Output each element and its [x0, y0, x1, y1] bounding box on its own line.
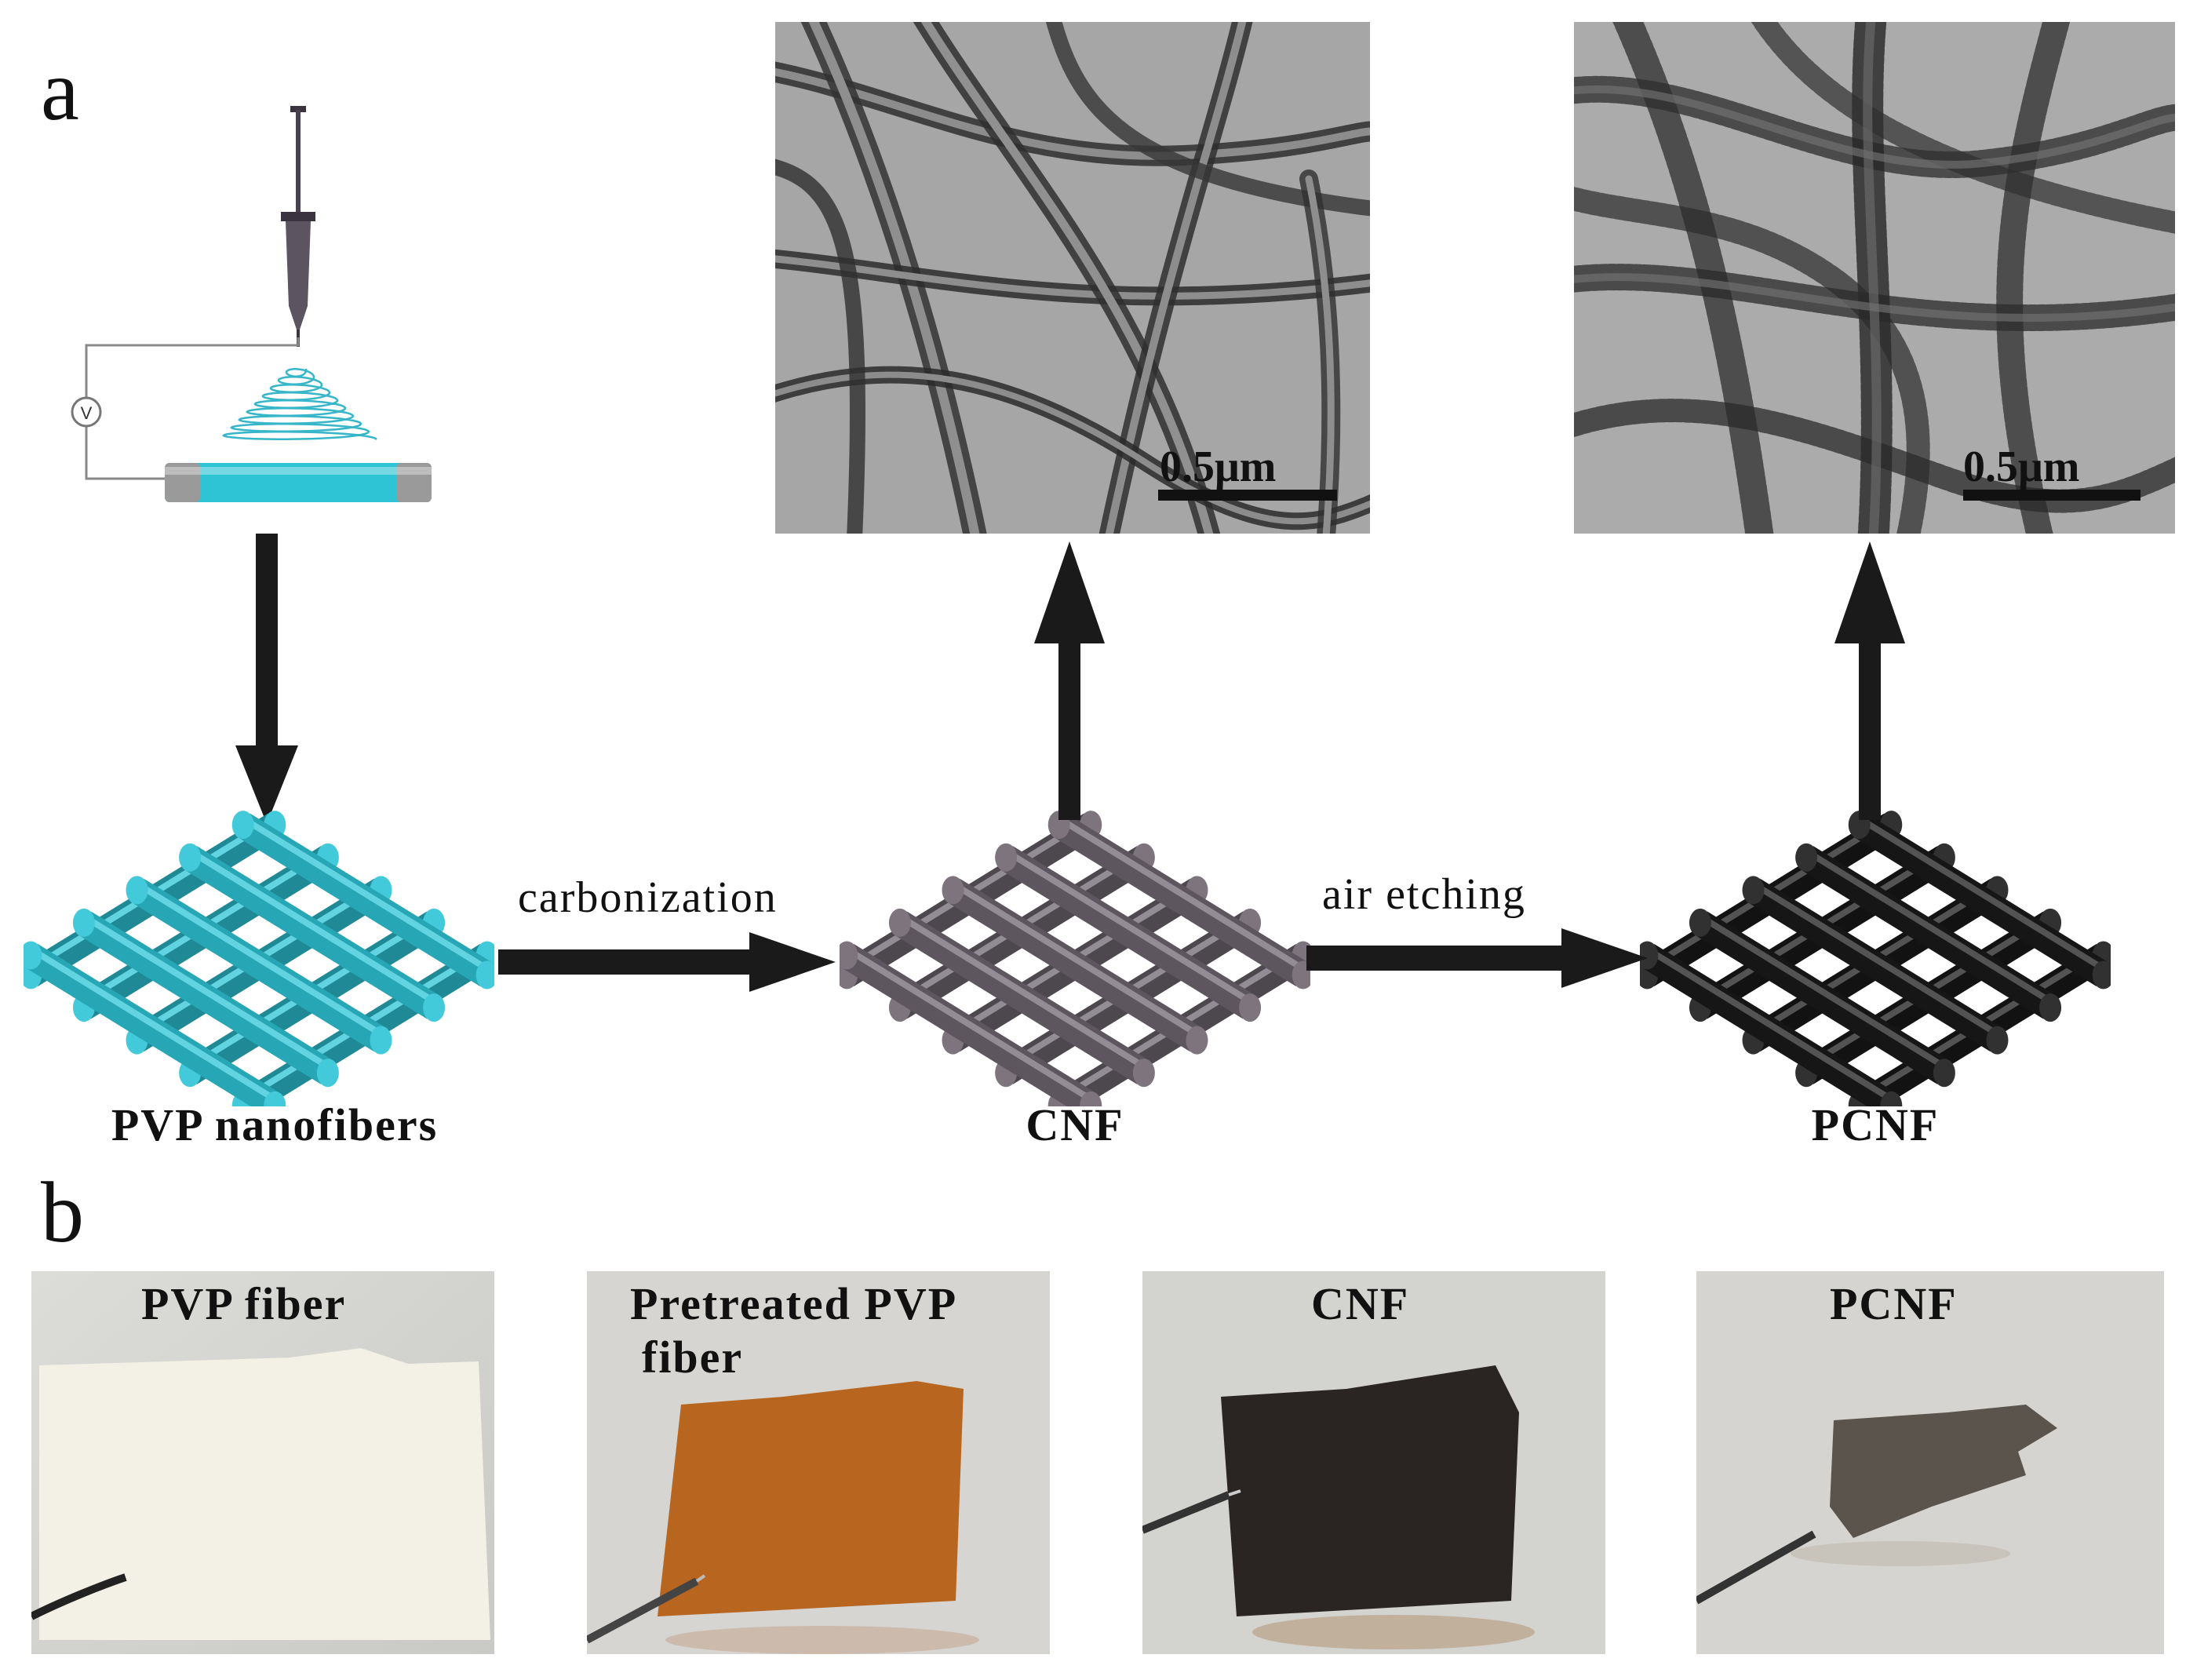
carbonization-label: carbonization	[518, 873, 778, 922]
mesh-rod-end	[423, 993, 446, 1022]
mesh-rod-highlight	[135, 880, 383, 1037]
mesh-rod-highlight	[1857, 815, 2105, 971]
mesh-rod-end	[1880, 1091, 1903, 1106]
pvp-nanofibers-caption: PVP nanofibers	[111, 1099, 439, 1150]
mesh-rod-end	[840, 941, 858, 970]
mesh-rod-highlight	[1057, 815, 1305, 971]
up-arrow-pcnf	[1834, 541, 1905, 820]
mesh-rod-highlight	[1698, 913, 1946, 1070]
mesh-rod-end	[1292, 960, 1310, 989]
mesh-rod	[129, 878, 388, 1052]
photo-cnf: CNF	[1142, 1271, 1605, 1654]
voltmeter-symbol: V	[81, 403, 93, 423]
mesh-rod-end	[1742, 876, 1765, 905]
mesh-rod	[1640, 944, 1899, 1106]
mesh-rod-end	[1689, 908, 1711, 937]
mesh-rod-end	[231, 811, 254, 840]
mesh-rod-end	[1640, 941, 1659, 970]
mesh-rod-end	[1239, 993, 1262, 1022]
mesh-rod-highlight	[898, 913, 1146, 1070]
tem-image-pcnf: 0.5μm	[1574, 22, 2175, 534]
mesh-rod	[1693, 911, 1951, 1084]
mesh-rod-end	[475, 960, 494, 989]
electrospinning-setup: V	[71, 106, 432, 502]
mesh-rod	[235, 813, 494, 986]
mesh-rod-end	[24, 941, 42, 970]
mesh-rod-highlight	[1645, 946, 1893, 1102]
mesh-rod-end	[2092, 960, 2111, 989]
mesh-rod-highlight	[1004, 848, 1252, 1004]
mesh-rod	[999, 846, 1257, 1019]
photo-pvp-fiber: PVP fiber	[31, 1271, 494, 1654]
pretreated-title-line1: Pretreated PVP	[630, 1278, 958, 1329]
mesh-rod	[1852, 813, 2111, 986]
mesh-rod-end	[995, 843, 1018, 872]
pcnf-mesh	[1640, 811, 2111, 1106]
mesh-rod-highlight	[29, 946, 277, 1102]
mesh-rod-end	[72, 908, 95, 937]
photo-pretreated-pvp-fiber: Pretreated PVP fiber	[587, 1271, 1050, 1654]
mesh-rod-highlight	[241, 815, 489, 971]
mesh-rod-end	[179, 843, 202, 872]
air-etching-arrow	[1306, 928, 1648, 988]
tem-image-cnf: 0.5μm	[775, 22, 1370, 534]
mesh-rod-end	[1986, 1026, 2009, 1055]
pcnf-photo-title: PCNF	[1830, 1278, 1958, 1329]
pvp-nanofiber-mesh	[24, 811, 494, 1106]
mesh-rod	[893, 911, 1151, 1084]
mesh-rod-highlight	[1751, 880, 1999, 1037]
pcnf-caption: PCNF	[1811, 1099, 1940, 1150]
panel-b-letter: b	[41, 1164, 84, 1260]
mesh-rod-highlight	[188, 848, 436, 1004]
mesh-rod-end	[1132, 1059, 1155, 1088]
mesh-rod-end	[1186, 1026, 1208, 1055]
cnf-caption: CNF	[1026, 1099, 1124, 1150]
mesh-rod-end	[1080, 1091, 1102, 1106]
mesh-rod	[945, 878, 1204, 1052]
mesh-rod	[1799, 846, 2057, 1019]
down-arrow	[235, 534, 298, 824]
mesh-rod-end	[126, 876, 148, 905]
photo-pcnf: PCNF	[1696, 1271, 2164, 1654]
cnf-mesh	[840, 811, 1310, 1106]
mesh-rod	[1746, 878, 2005, 1052]
cnf-scale-label: 0.5μm	[1160, 443, 1276, 491]
mesh-rod-end	[264, 1091, 286, 1106]
pvp-fiber-title: PVP fiber	[141, 1278, 347, 1329]
mesh-rod	[840, 944, 1098, 1106]
mesh-rod-highlight	[1805, 848, 2053, 1004]
mesh-rod-end	[316, 1059, 339, 1088]
mesh-rod-highlight	[951, 880, 1199, 1037]
mesh-rod-end	[942, 876, 964, 905]
mesh-rod	[1051, 813, 1310, 986]
mesh-rod-end	[2039, 993, 2062, 1022]
mesh-rod-highlight	[845, 946, 1093, 1102]
panel-a-letter: a	[41, 42, 79, 138]
mesh-rod	[77, 911, 335, 1084]
mesh-rod-end	[1795, 843, 1818, 872]
pcnf-scale-label: 0.5μm	[1963, 443, 2079, 491]
cnf-photo-title: CNF	[1311, 1278, 1410, 1329]
mesh-rod-end	[1933, 1059, 1955, 1088]
carbonization-arrow	[498, 932, 836, 992]
mesh-rod	[183, 846, 441, 1019]
mesh-rod-end	[370, 1026, 392, 1055]
mesh-rod-end	[888, 908, 911, 937]
pretreated-title-line2: fiber	[642, 1332, 744, 1383]
up-arrow-cnf	[1034, 541, 1105, 820]
mesh-rod-highlight	[82, 913, 330, 1070]
air-etching-label: air etching	[1322, 870, 1526, 919]
mesh-rod	[24, 944, 282, 1106]
